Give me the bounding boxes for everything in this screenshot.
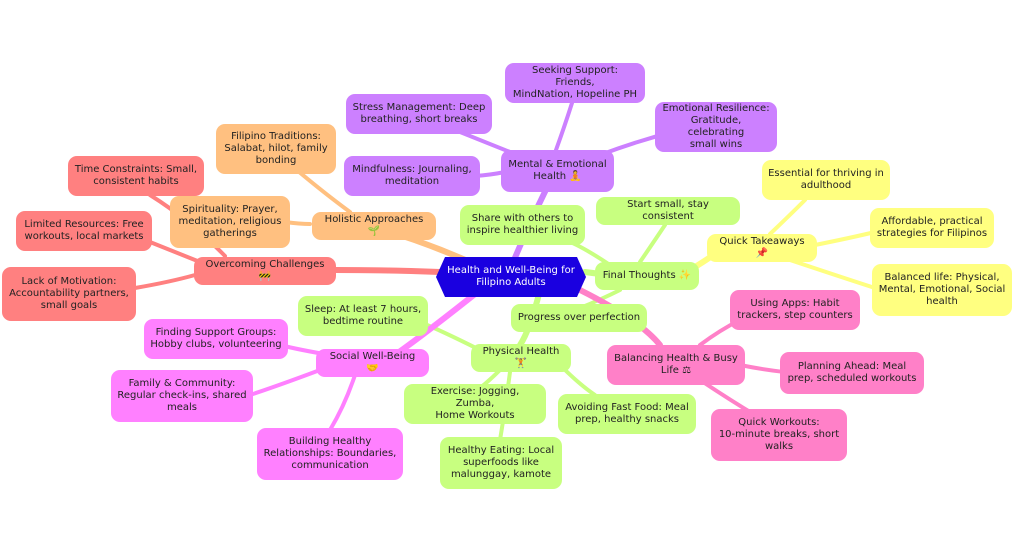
final-thoughts-node: Final Thoughts ✨ <box>595 262 699 290</box>
holistic-approaches-node: Holistic Approaches 🌱 <box>312 212 436 240</box>
start-small-node: Start small, stay consistent <box>596 197 740 225</box>
stress-management-node: Stress Management: Deep breathing, short… <box>346 94 492 134</box>
quick-workouts-node: Quick Workouts: 10-minute breaks, short … <box>711 409 847 461</box>
seeking-support-node: Seeking Support: Friends, MindNation, Ho… <box>505 63 645 103</box>
using-apps-node: Using Apps: Habit trackers, step counter… <box>730 290 860 330</box>
exercise-node: Exercise: Jogging, Zumba, Home Workouts <box>404 384 546 424</box>
healthy-eating-node: Healthy Eating: Local superfoods like ma… <box>440 437 562 489</box>
sleep-node: Sleep: At least 7 hours, bedtime routine <box>298 296 428 336</box>
link-takeaways-affordable <box>813 230 877 247</box>
essential-node: Essential for thriving in adulthood <box>762 160 890 200</box>
avoiding-fast-food-node: Avoiding Fast Food: Meal prep, healthy s… <box>558 394 696 434</box>
spirituality-node: Spirituality: Prayer, meditation, religi… <box>170 196 290 248</box>
filipino-traditions-node: Filipino Traditions: Salabat, hilot, fam… <box>216 124 336 174</box>
support-groups-node: Finding Support Groups: Hobby clubs, vol… <box>144 319 288 359</box>
share-with-others-node: Share with others to inspire healthier l… <box>460 205 585 245</box>
emotional-resilience-node: Emotional Resilience: Gratitude, celebra… <box>655 102 777 152</box>
mindfulness-node: Mindfulness: Journaling, meditation <box>344 156 480 196</box>
link-balancing-planning <box>738 363 787 374</box>
link-social-relationships <box>328 373 357 432</box>
social-well-being-node: Social Well-Being 🤝 <box>316 349 429 377</box>
healthy-relationships-node: Building Healthy Relationships: Boundari… <box>257 428 403 480</box>
link-takeaways-balanced <box>788 258 877 290</box>
affordable-node: Affordable, practical strategies for Fil… <box>870 208 994 248</box>
time-constraints-node: Time Constraints: Small, consistent habi… <box>68 156 204 196</box>
link-social-family <box>248 368 322 397</box>
progress-over-perfection-node: Progress over perfection <box>511 304 647 332</box>
family-community-node: Family & Community: Regular check-ins, s… <box>111 370 253 422</box>
center-node: Health and Well-Being for Filipino Adult… <box>436 257 586 297</box>
physical-health-node: Physical Health 🏋 <box>471 344 571 372</box>
link-challenges-motivation <box>133 273 197 290</box>
mental-health-node: Mental & Emotional Health 🧘 <box>501 150 614 192</box>
lack-of-motivation-node: Lack of Motivation: Accountability partn… <box>2 267 136 321</box>
overcoming-challenges-node: Overcoming Challenges 🚧 <box>194 257 336 285</box>
link-center-challenges <box>332 267 443 275</box>
planning-ahead-node: Planning Ahead: Meal prep, scheduled wor… <box>780 352 924 394</box>
limited-resources-node: Limited Resources: Free workouts, local … <box>16 211 152 251</box>
link-mental-support <box>554 101 574 152</box>
quick-takeaways-node: Quick Takeaways 📌 <box>707 234 817 262</box>
link-takeaways-essential <box>768 198 807 236</box>
balanced-life-node: Balanced life: Physical, Mental, Emotion… <box>872 264 1012 316</box>
balancing-health-node: Balancing Health & Busy Life ⚖ <box>607 345 745 385</box>
link-final-start <box>638 223 667 264</box>
